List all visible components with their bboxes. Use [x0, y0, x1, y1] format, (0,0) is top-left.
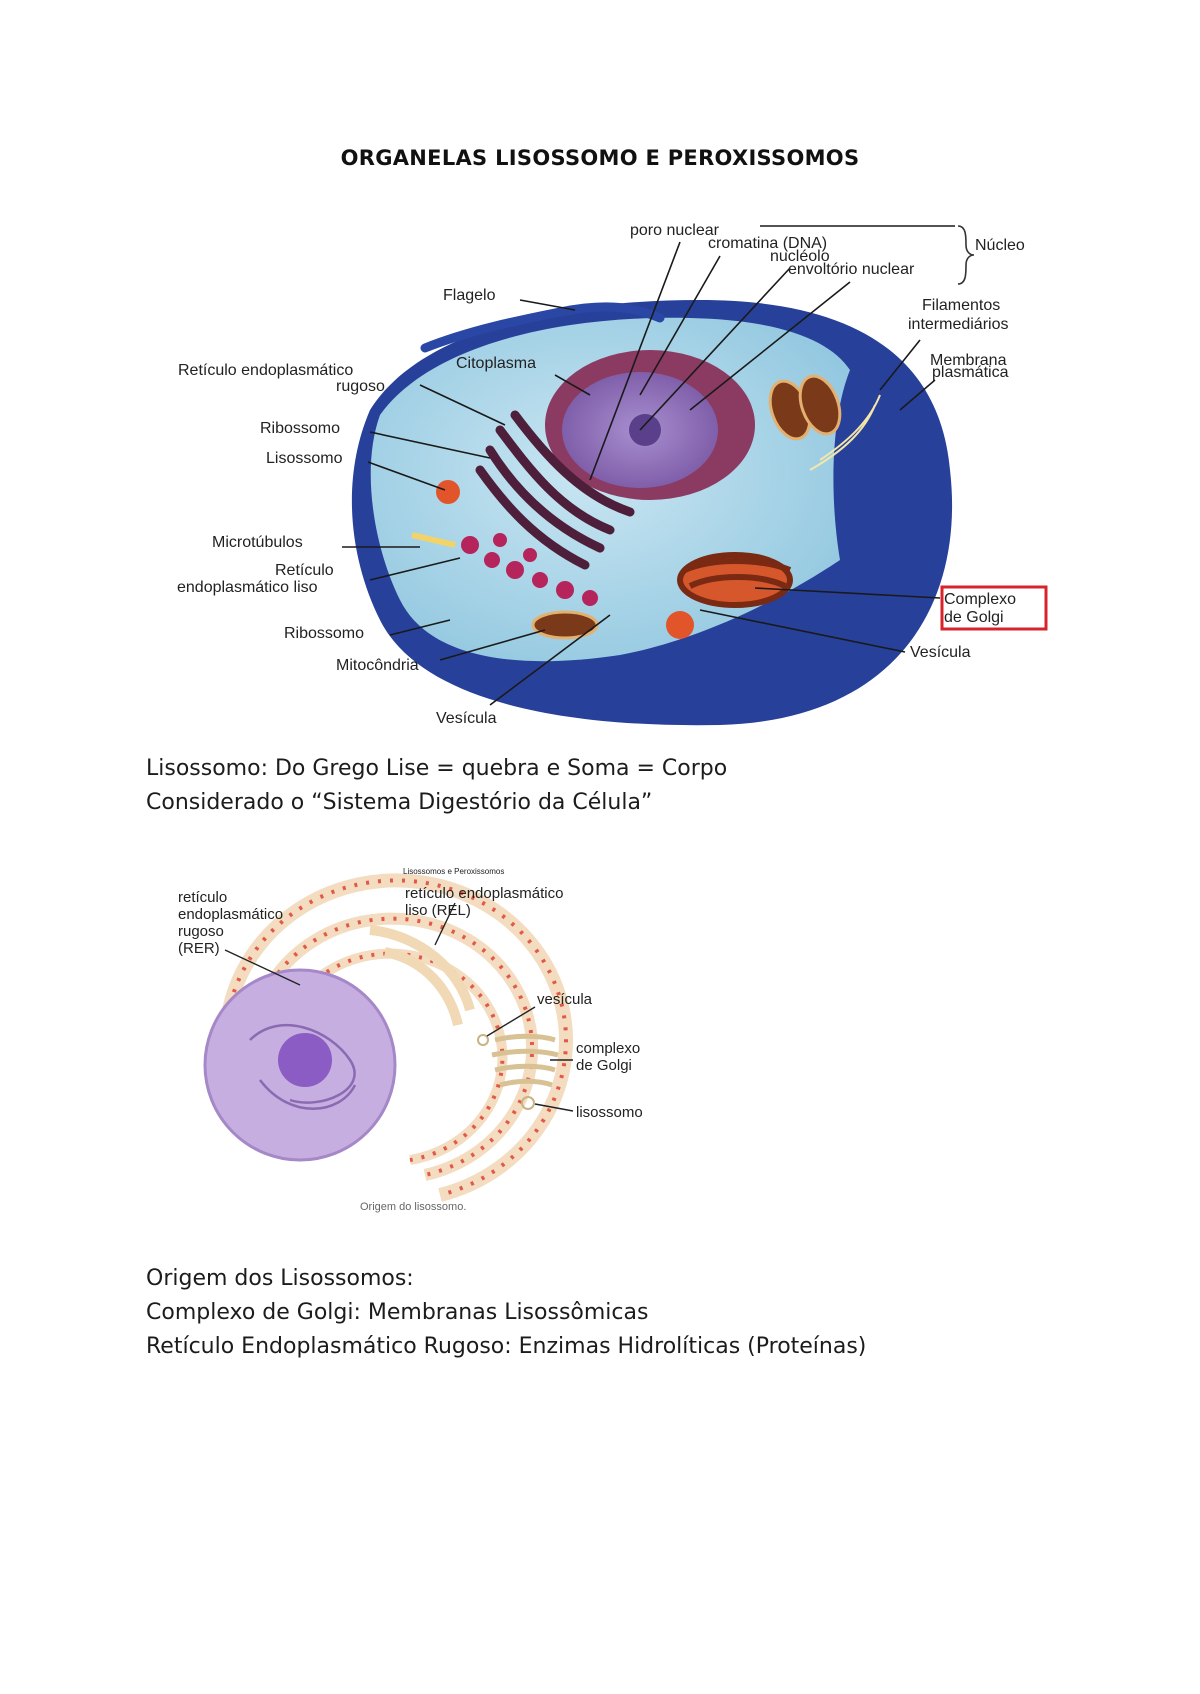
label-lisossomo: Lisossomo: [266, 450, 343, 467]
label-mitocondria: Mitocôndria: [336, 657, 419, 674]
text-block-2: Origem dos Lisossomos: Complexo de Golgi…: [146, 1262, 866, 1364]
smooth-er: [461, 533, 598, 606]
lisossomo-description: Considerado o “Sistema Digestório da Cél…: [146, 790, 653, 815]
label-filamentos-2: intermediários: [908, 316, 1008, 333]
label-cromatina: cromatina (DNA): [708, 235, 827, 252]
label-nucleo: Núcleo: [975, 237, 1025, 254]
label-envoltorio: envoltório nuclear: [788, 261, 915, 278]
label-citoplasma: Citoplasma: [456, 355, 536, 372]
golgi-highlight-box: [940, 585, 1048, 631]
label-ribossomo-top: Ribossomo: [260, 420, 340, 437]
label-microtubulos: Microtúbulos: [212, 534, 303, 551]
lisossomo-definition: Lisossomo: Do Grego Lise = quebra e Soma…: [146, 756, 728, 781]
origem-golgi: Complexo de Golgi: Membranas Lisossômica…: [146, 1300, 649, 1325]
label-membrana-1: Membrana: [930, 352, 1007, 369]
text-block-1: Lisossomo: Do Grego Lise = quebra e Soma…: [146, 752, 727, 820]
page-title: ORGANELAS LISOSSOMO E PEROXISSOMOS: [340, 146, 860, 170]
flagellum: [420, 302, 665, 353]
label-flagelo: Flagelo: [443, 287, 496, 304]
label-rer-1: Retículo endoplasmático: [178, 362, 353, 379]
label-golgi-1: Complexo: [944, 591, 1016, 608]
label-nucleolo: nucléolo: [770, 248, 830, 265]
origem-rer: Retículo Endoplasmático Rugoso: Enzimas …: [146, 1334, 867, 1359]
origem-heading: Origem dos Lisossomos:: [146, 1266, 414, 1291]
lysosome: [436, 480, 460, 504]
label-vesicula-bottom: Vesícula: [436, 710, 497, 727]
rough-er: [475, 410, 635, 570]
label-rel-2: endoplasmático liso: [177, 579, 318, 596]
golgi-complex: [677, 552, 793, 608]
label-poro-nuclear: poro nuclear: [630, 222, 720, 239]
mitochondrion: [531, 610, 599, 640]
label-membrana-2: plasmática: [932, 364, 1009, 381]
label-ribossomo-bottom: Ribossomo: [284, 625, 364, 642]
label-golgi-2: de Golgi: [944, 609, 1004, 626]
nucleolus: [629, 414, 661, 446]
label-rel-1: Retículo: [275, 562, 334, 579]
label-filamentos-1: Filamentos: [922, 297, 1000, 314]
label-rer-2: rugoso: [336, 378, 385, 395]
label-vesicula-right: Vesícula: [910, 644, 971, 661]
